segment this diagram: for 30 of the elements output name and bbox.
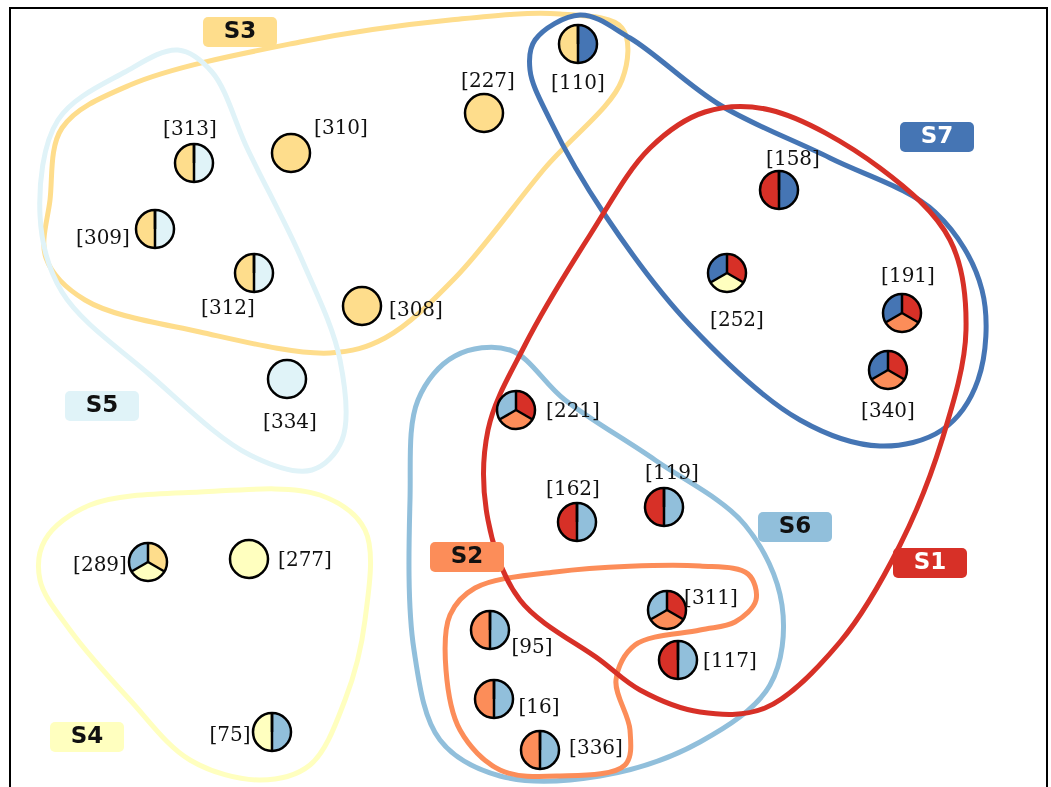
node-label: [191] [881, 263, 935, 287]
node-label: [312] [201, 295, 255, 319]
set-label: S1 [893, 548, 967, 578]
node-label: [252] [710, 307, 764, 331]
set-label: S7 [900, 122, 974, 152]
node-label: [158] [766, 146, 820, 170]
node-label: [162] [546, 476, 600, 500]
node-label: [310] [314, 115, 368, 139]
set-label: S2 [430, 542, 504, 572]
node-label: [313] [163, 116, 217, 140]
set-label: S4 [50, 722, 124, 752]
node-label: [110] [551, 70, 605, 94]
node-label: [334] [263, 409, 317, 433]
node-label: [119] [645, 460, 699, 484]
node-label: [336] [569, 735, 623, 759]
node-label: [75] [209, 722, 251, 746]
node-label: [227] [461, 68, 515, 92]
node-label: [16] [518, 694, 560, 718]
node-label: [308] [389, 297, 443, 321]
node-label: [95] [511, 634, 553, 658]
node-label: [309] [76, 225, 130, 249]
node-label: [289] [73, 552, 127, 576]
node-label: [340] [861, 398, 915, 422]
set-label: S5 [65, 391, 139, 421]
node-label: [277] [278, 547, 332, 571]
node-label: [221] [546, 398, 600, 422]
set-label: S3 [203, 17, 277, 47]
node-label: [311] [684, 585, 738, 609]
set-label: S6 [758, 512, 832, 542]
node-label: [117] [703, 648, 757, 672]
